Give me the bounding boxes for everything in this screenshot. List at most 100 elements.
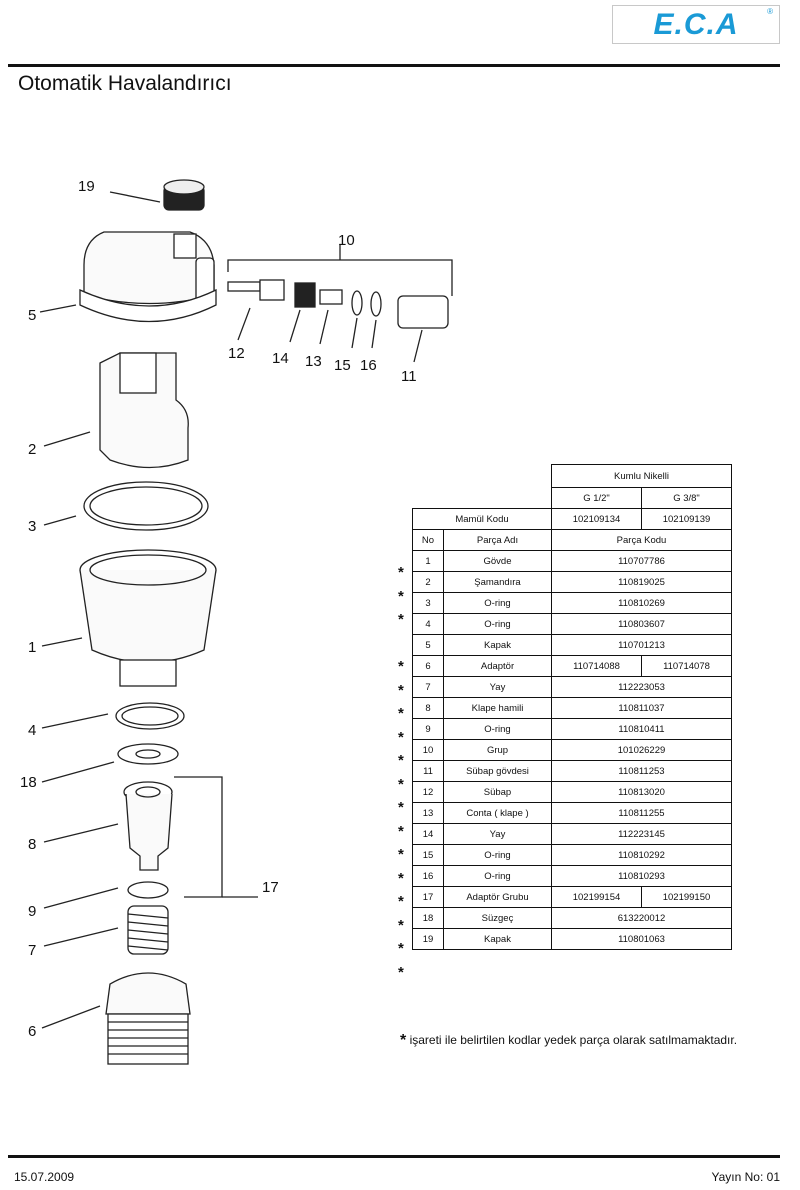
- footer-version: Yayın No: 01: [711, 1170, 780, 1184]
- spare-marker-star: *: [398, 587, 404, 605]
- part-no: 12: [412, 781, 444, 803]
- col-code-header: Parça Kodu: [551, 529, 732, 551]
- part-10-group: [227, 245, 453, 363]
- spare-marker-star: *: [398, 681, 404, 699]
- part-name: Yay: [443, 823, 552, 845]
- part-code: 110819025: [551, 571, 732, 593]
- header-rule: [8, 64, 780, 67]
- part-name: Adaptör Grubu: [443, 886, 552, 908]
- callout-1: 1: [28, 639, 36, 656]
- callout-14: 14: [272, 350, 289, 367]
- callout-12: 12: [228, 345, 245, 362]
- part-no: 18: [412, 907, 444, 929]
- part-name: Şamandıra: [443, 571, 552, 593]
- callout-17: 17: [262, 879, 279, 896]
- part-code-b: 102199150: [641, 886, 732, 908]
- part-name: Kapak: [443, 634, 552, 656]
- part-code: 110801063: [551, 928, 732, 950]
- callout-7: 7: [28, 942, 36, 959]
- part-6-adaptor: [41, 972, 191, 1065]
- part-19-cap: [109, 179, 205, 211]
- part-code: 110810411: [551, 718, 732, 740]
- part-4-oring: [41, 702, 185, 730]
- registered-mark: ®: [767, 7, 773, 16]
- spare-marker-star: *: [398, 822, 404, 840]
- part-no: 5: [412, 634, 444, 656]
- part-name: Kapak: [443, 928, 552, 950]
- part-name: Süzgeç: [443, 907, 552, 929]
- part-8-holder: [43, 781, 173, 871]
- spare-marker-star: *: [398, 728, 404, 746]
- footer-date: 15.07.2009: [14, 1170, 75, 1184]
- part-code: 110810269: [551, 592, 732, 614]
- callout-19: 19: [78, 178, 95, 195]
- part-code: 110813020: [551, 781, 732, 803]
- part-code: 110810292: [551, 844, 732, 866]
- callout-8: 8: [28, 836, 36, 853]
- part-code: 110803607: [551, 613, 732, 635]
- parts-table: Kumlu Nikelli G 1/2" G 3/8" Mamül Kodu 1…: [412, 464, 732, 950]
- spare-marker-star: *: [398, 869, 404, 887]
- part-code-a: 110714088: [551, 655, 642, 677]
- part-9-oring: [43, 881, 169, 909]
- part-code: 110811255: [551, 802, 732, 824]
- callout-4: 4: [28, 722, 36, 739]
- part-no: 19: [412, 928, 444, 950]
- part-name: Klape hamili: [443, 697, 552, 719]
- spare-marker-star: *: [398, 611, 404, 628]
- part-code: 110810293: [551, 865, 732, 887]
- callout-6: 6: [28, 1023, 36, 1040]
- part-no: 16: [412, 865, 444, 887]
- size-header-b: G 3/8": [641, 487, 732, 509]
- part-1-body: [41, 549, 217, 687]
- part-5-cover: [39, 231, 217, 323]
- part-no: 14: [412, 823, 444, 845]
- part-no: 13: [412, 802, 444, 824]
- callout-16: 16: [360, 357, 377, 374]
- callout-15: 15: [334, 357, 351, 374]
- product-code-label: Mamül Kodu: [412, 508, 552, 530]
- part-name: Yay: [443, 676, 552, 698]
- part-code: 110701213: [551, 634, 732, 656]
- part-7-spring: [43, 905, 169, 955]
- part-name: Gövde: [443, 550, 552, 572]
- col-no-header: No: [412, 529, 444, 551]
- part-name: O-ring: [443, 718, 552, 740]
- callout-10: 10: [338, 232, 355, 249]
- callout-3: 3: [28, 518, 36, 535]
- spare-marker-star: *: [398, 916, 404, 934]
- part-code-b: 110714078: [641, 655, 732, 677]
- brand-logo: E.C.A ®: [612, 5, 780, 44]
- part-no: 15: [412, 844, 444, 866]
- spare-note: * işareti ile belirtilen kodlar yedek pa…: [400, 1032, 737, 1050]
- part-no: 6: [412, 655, 444, 677]
- part-no: 7: [412, 676, 444, 698]
- callout-18: 18: [20, 774, 37, 791]
- part-code: 112223145: [551, 823, 732, 845]
- part-name: O-ring: [443, 592, 552, 614]
- part-name: Sübap: [443, 781, 552, 803]
- product-code-a: 102109134: [551, 508, 642, 530]
- part-name: O-ring: [443, 613, 552, 635]
- part-no: 10: [412, 739, 444, 761]
- part-code: 110811037: [551, 697, 732, 719]
- part-2-float: [43, 352, 189, 469]
- spare-marker-star: *: [398, 658, 404, 675]
